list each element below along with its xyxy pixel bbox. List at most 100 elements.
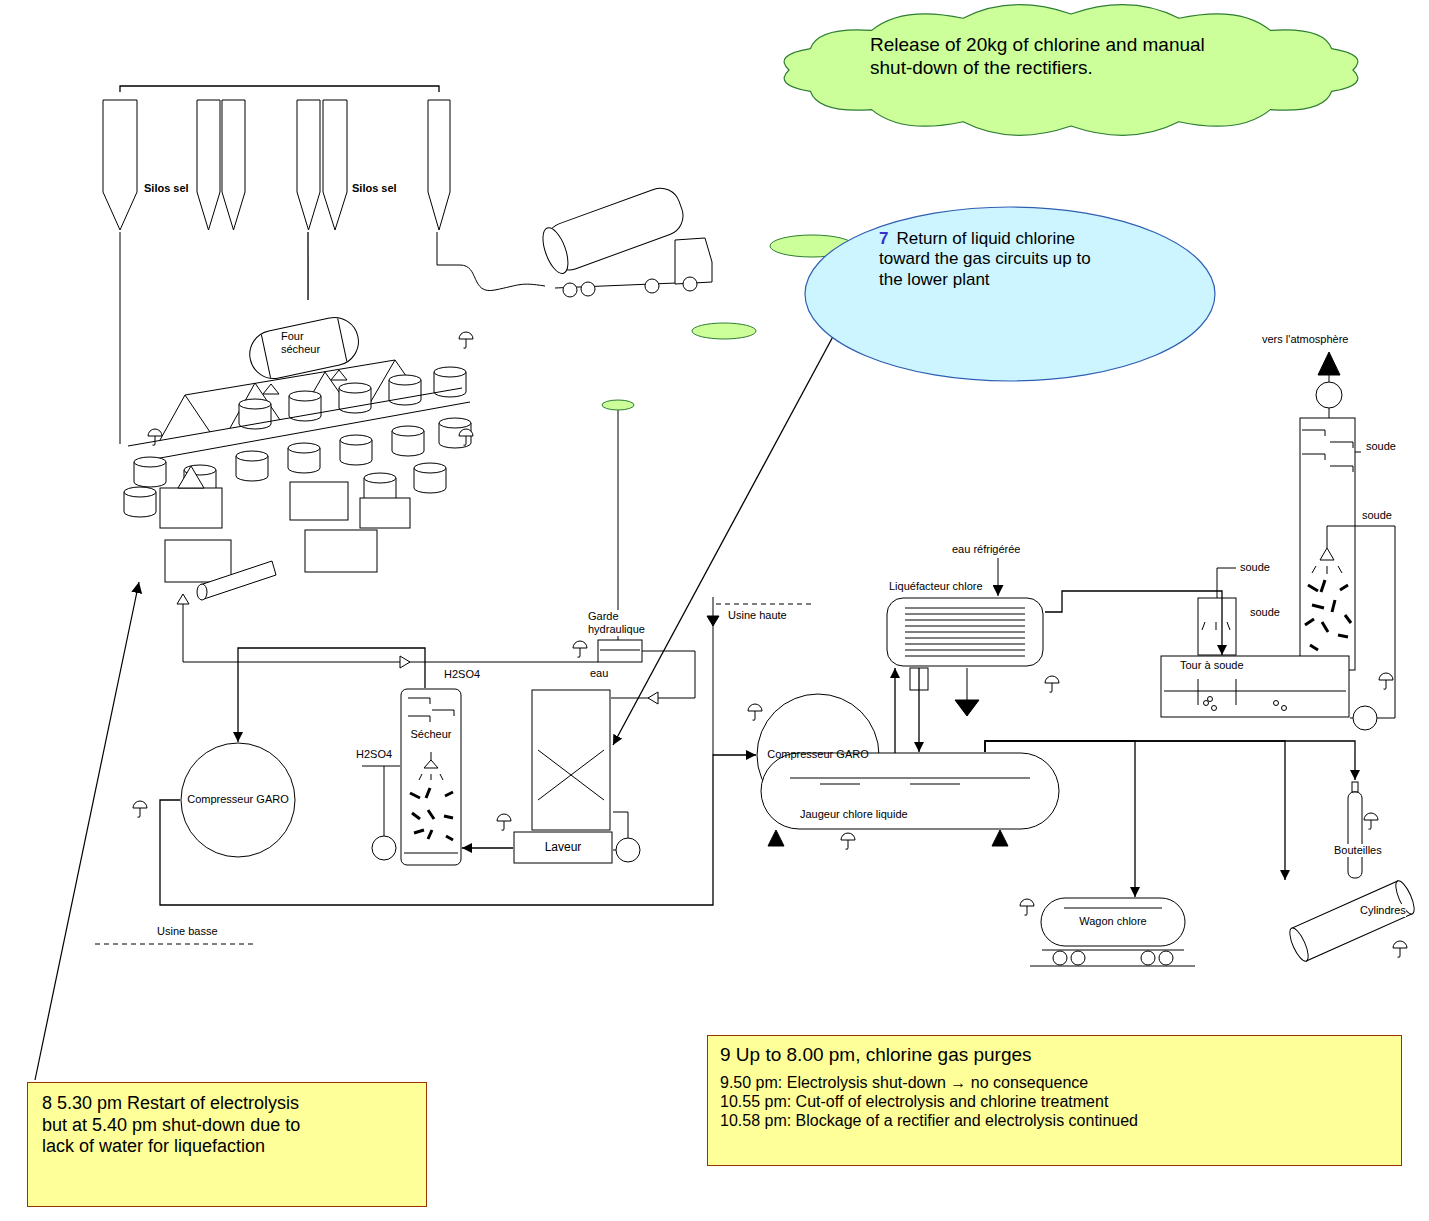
electrolysis-hall [178, 466, 204, 488]
node-text: Tour à soude [1180, 659, 1290, 672]
electrolysis-hall [288, 443, 320, 473]
silo-outline [103, 100, 137, 230]
caustic-tower [1312, 566, 1342, 574]
chemical-label-box: eau [590, 667, 608, 680]
chemical-label-box: soude [1366, 440, 1396, 453]
process-pipe [967, 668, 968, 702]
dryer-shell [401, 689, 461, 865]
cloud-outline [784, 5, 1358, 136]
tanker-truck [645, 279, 659, 293]
electrolysis-hall [239, 399, 271, 429]
pipe-connector [120, 86, 439, 92]
process-pipe [648, 692, 658, 704]
green-puff [692, 323, 756, 339]
drying-kiln: Four sécheur [243, 300, 365, 395]
silo-outline [323, 100, 347, 230]
electrolysis-hall [340, 435, 372, 465]
tank-outline [1161, 656, 1349, 717]
electrolysis-hall [200, 561, 276, 599]
caustic-tower [1320, 548, 1334, 560]
cylinder-body [1286, 926, 1312, 964]
node-text: Cylindres [1360, 904, 1406, 917]
text-holder: Compresseur GARO [180, 742, 296, 858]
caustic-tower [1350, 526, 1395, 718]
safety-shower [497, 814, 511, 830]
node-text: Jaugeur chlore liquide [800, 808, 1000, 821]
salt-feed-line [437, 232, 545, 291]
tanker-truck [538, 183, 712, 297]
dryer-column: Sécheur [400, 688, 462, 866]
incident-cloud: Release of 20kg of chlorine and manual s… [775, 2, 1367, 138]
pipe-connector [307, 232, 308, 300]
hydraulic-guard [600, 650, 640, 651]
node-text: Sécheur [400, 728, 462, 741]
chlorine-cylinder: Cylindres [1280, 880, 1425, 962]
compressor-circle: Compresseur GARO [180, 742, 296, 858]
gas-bottle: Bouteilles [1330, 780, 1400, 880]
tank-liquid [1164, 679, 1346, 705]
washer-packing [538, 750, 604, 800]
node-text: Bouteilles [1334, 844, 1382, 857]
text-holder: 7Return of liquid chlorine toward the ga… [879, 229, 1111, 290]
safety-shower [133, 332, 1407, 957]
caustic-tower [1198, 598, 1236, 655]
gauge-liquid [790, 778, 1030, 784]
bubble [1282, 706, 1287, 711]
process-pipe [372, 836, 396, 860]
caustic-tower [1316, 382, 1342, 408]
washer-column [532, 690, 610, 830]
callout-outline [805, 207, 1215, 381]
wagon-liquid [1064, 908, 1162, 909]
washer-tank [514, 832, 612, 863]
node-text: Four sécheur [281, 330, 333, 356]
zone-label-box: Usine haute [728, 609, 787, 622]
salt-feed-line [120, 232, 545, 444]
dryer-packing [410, 788, 453, 840]
pipe-connector [1045, 591, 1222, 655]
dryer-sprayer [419, 752, 443, 780]
vent-label: vers l'atmosphère [1262, 333, 1348, 346]
text-holder: Four sécheur [281, 330, 333, 356]
connector-group [120, 86, 1355, 905]
tanker-truck [563, 283, 577, 297]
wagon-tank [1041, 898, 1185, 946]
process-pipe [177, 594, 189, 604]
safety-shower [1045, 676, 1059, 692]
caustic-tank: Tour à soude [1160, 655, 1350, 718]
chemical-label: H2SO4 [444, 668, 480, 681]
bubble [1212, 706, 1217, 711]
chemical-label-box: eau réfrigérée [952, 543, 1021, 556]
tanker-truck [675, 238, 712, 284]
chemical-label-box: H2SO4 [356, 748, 392, 761]
pipe-connector [613, 338, 832, 745]
cylinder-body [1286, 879, 1418, 964]
process-pipe [1053, 951, 1067, 965]
process-pipe [1141, 951, 1155, 965]
kiln-support [263, 370, 347, 394]
zone-label: Usine basse [157, 925, 218, 938]
chemical-label-box: soude [1250, 606, 1280, 619]
electrolysis-hall [197, 584, 207, 600]
process-pipe [183, 598, 598, 662]
bottle-body [1348, 792, 1362, 878]
process-pipe [707, 616, 719, 626]
bubble [1208, 697, 1213, 702]
silo-outline [297, 100, 320, 230]
gas-bottle-shape [1330, 780, 1400, 880]
note-box: 8 5.30 pm Restart of electrolysis but at… [27, 1082, 427, 1207]
caustic-tower [1217, 568, 1236, 598]
hydraulic-guard [598, 640, 642, 662]
chemical-label: soude [1240, 561, 1270, 574]
tanker-truck [538, 225, 573, 277]
zone-label: Usine haute [728, 609, 787, 622]
text-holder: Silos sel [352, 182, 412, 195]
text-holder: Tour à soude [1180, 659, 1290, 672]
text-holder: Wagon chlore [1040, 897, 1186, 947]
electrolysis-hall [290, 482, 348, 520]
caustic-tower [1327, 526, 1355, 548]
safety-shower [133, 801, 147, 817]
bubble [1274, 701, 1279, 706]
safety-shower [1020, 899, 1034, 915]
